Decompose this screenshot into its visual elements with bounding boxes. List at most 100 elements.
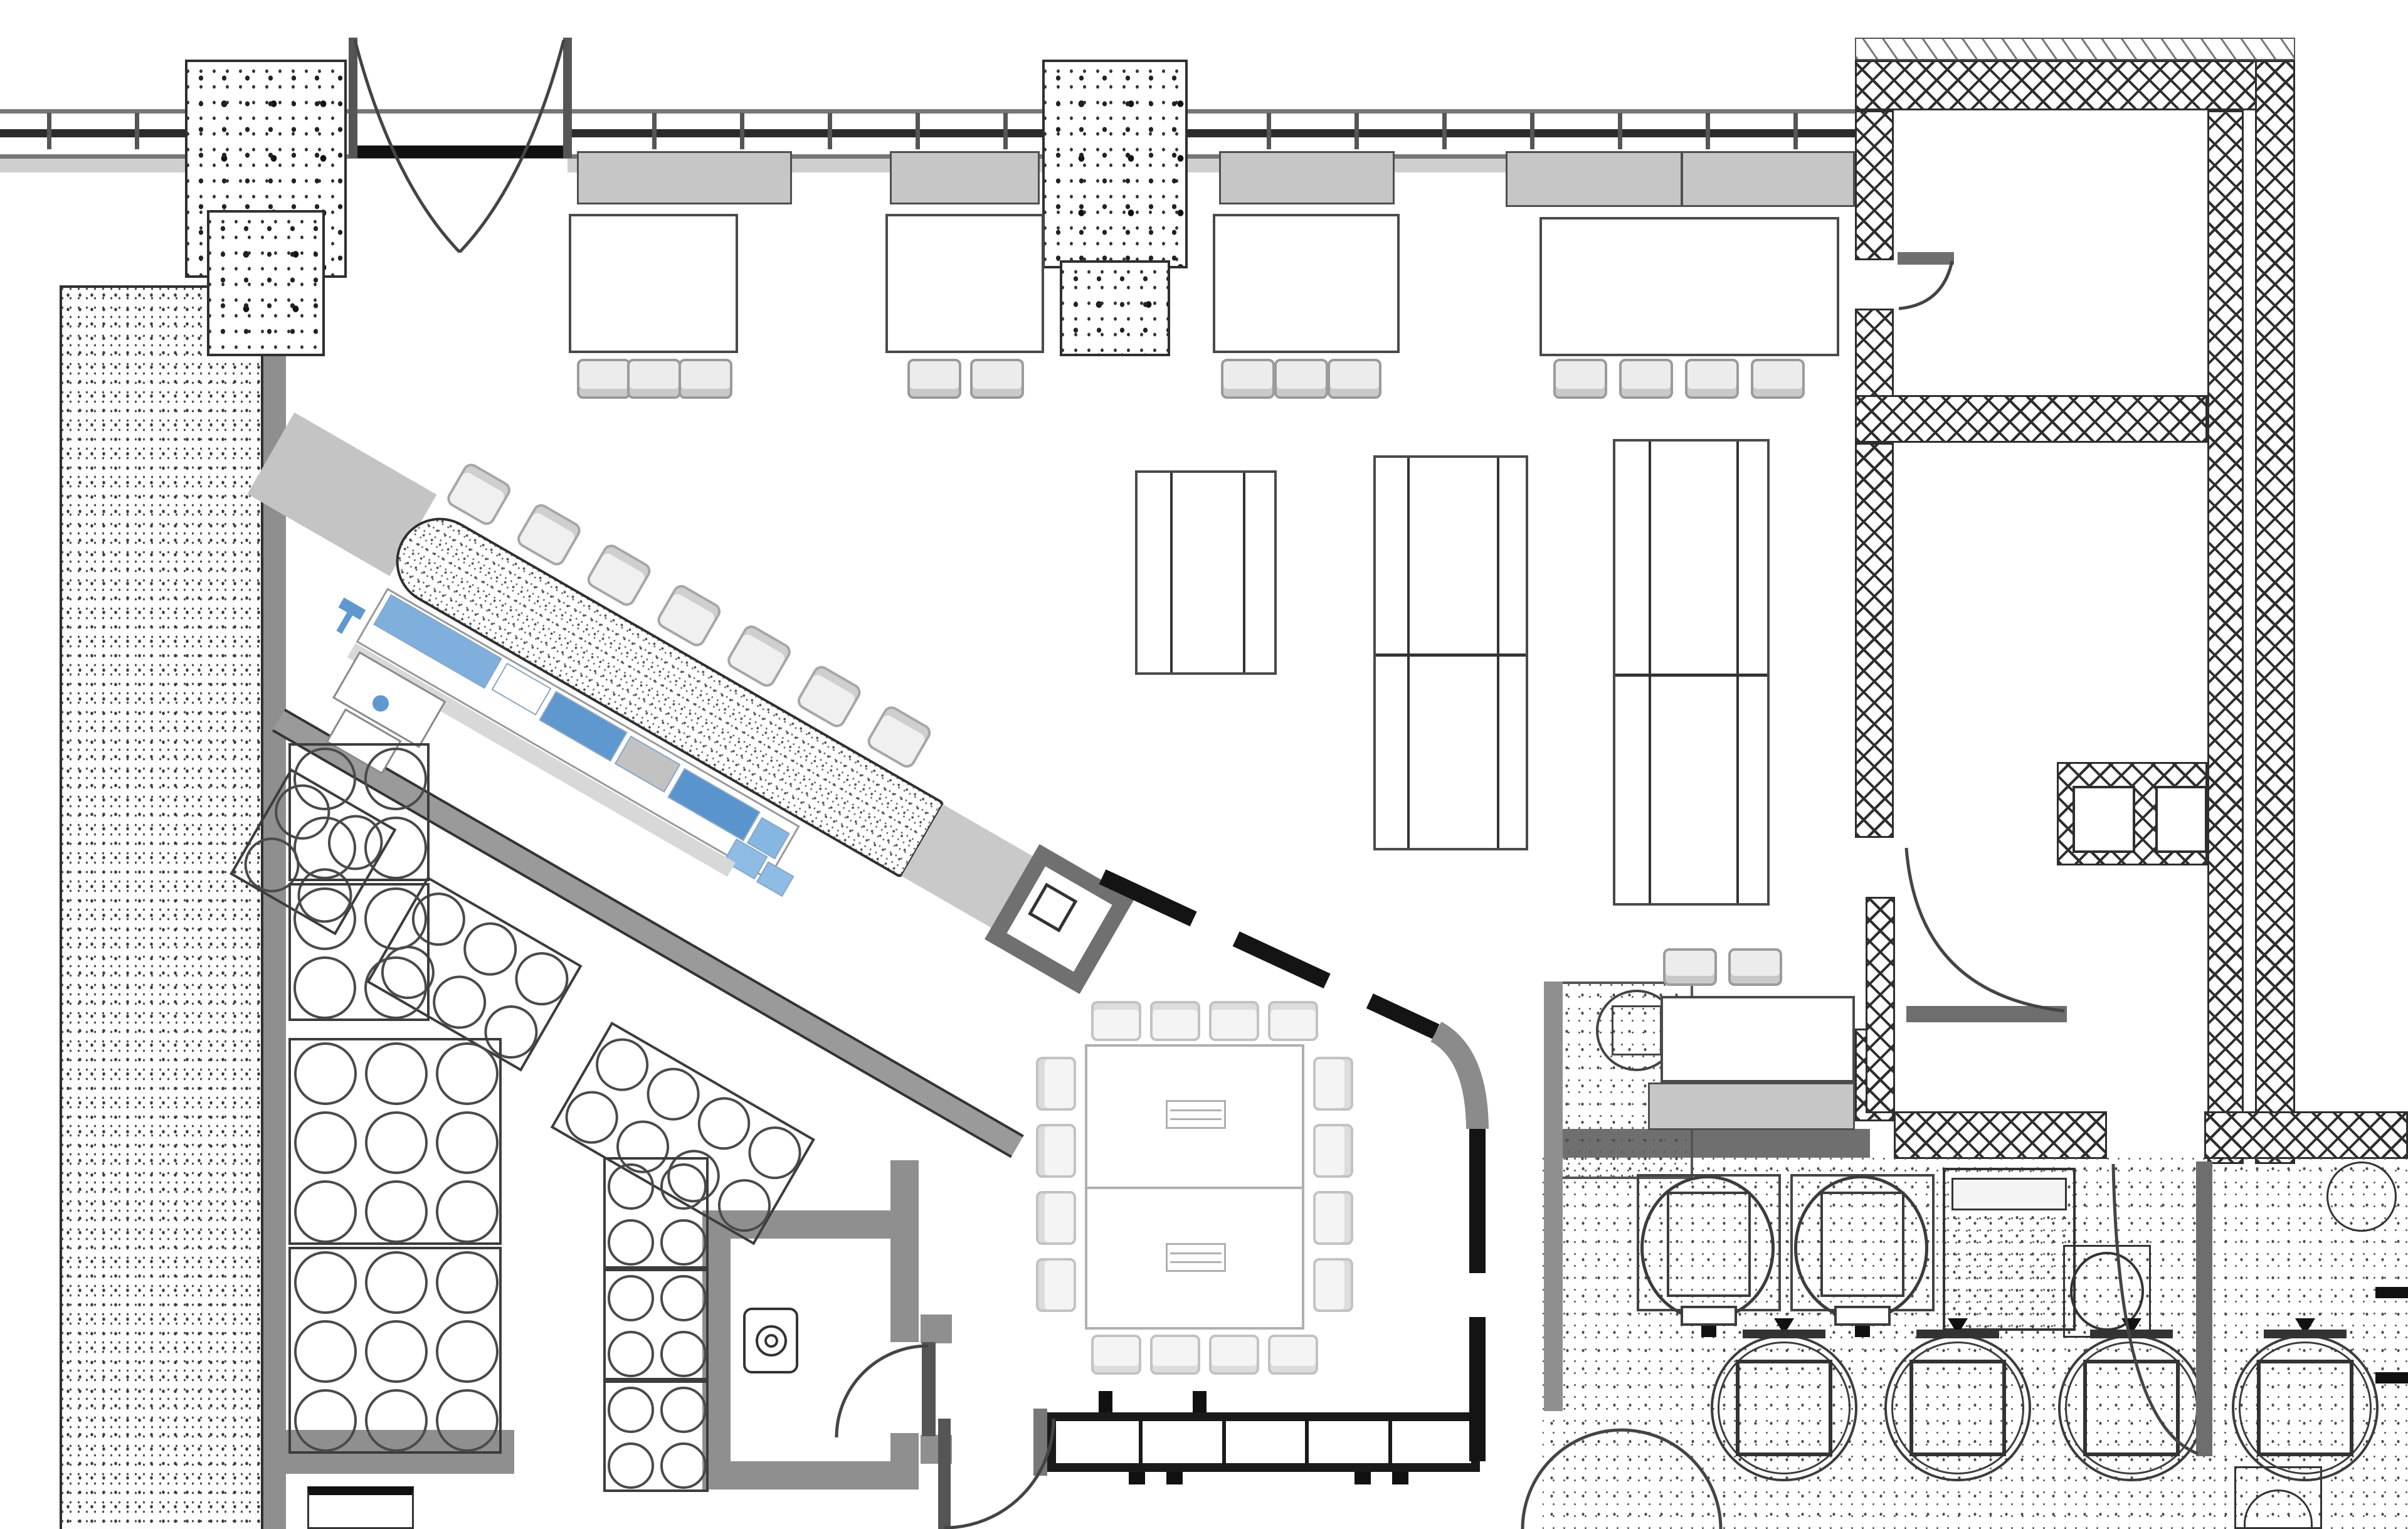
window-glazing bbox=[0, 129, 185, 137]
dining-table bbox=[569, 214, 738, 353]
fixture-box-2 bbox=[2155, 786, 2207, 853]
window-mullion bbox=[1706, 113, 1710, 149]
window-mullion bbox=[1354, 113, 1359, 149]
wall-table bbox=[1661, 996, 1855, 1082]
fixture-box-1 bbox=[2073, 786, 2135, 853]
keg bbox=[365, 1111, 428, 1174]
column-pier-2-base bbox=[1060, 260, 1170, 356]
bar-stool bbox=[654, 581, 724, 650]
keg bbox=[436, 1042, 499, 1105]
keg bbox=[608, 1386, 654, 1433]
high-table-1 bbox=[1135, 470, 1277, 675]
keg-rack bbox=[603, 1157, 709, 1269]
window-mullion bbox=[1442, 113, 1447, 149]
bench-foot bbox=[1129, 1472, 1145, 1484]
tank-square bbox=[1909, 1360, 2006, 1456]
keg bbox=[436, 1320, 499, 1383]
round-tank bbox=[2058, 1318, 2205, 1481]
restroom2-wall-left-upper bbox=[1855, 443, 1894, 838]
bench-divider bbox=[1222, 1421, 1226, 1463]
dining-table bbox=[1539, 217, 1839, 356]
communal-chair bbox=[1036, 1191, 1076, 1245]
keg-rack bbox=[603, 1380, 709, 1492]
boh-wall-right-upper bbox=[890, 1160, 919, 1342]
tank-inner-ring bbox=[1891, 1341, 2024, 1474]
restroom-wall-right-inner bbox=[2207, 110, 2244, 1164]
restroom1-wall-bottom bbox=[1855, 395, 2207, 443]
communal-chair bbox=[1313, 1258, 1353, 1312]
keg bbox=[660, 1330, 707, 1377]
keg bbox=[436, 1180, 499, 1243]
keg bbox=[293, 887, 357, 950]
window-mullion bbox=[740, 113, 744, 149]
floor-drain-arc bbox=[2244, 1489, 2313, 1527]
keg bbox=[660, 1442, 707, 1489]
door-frame-chip bbox=[921, 1315, 952, 1343]
keg bbox=[365, 1180, 428, 1243]
keg bbox=[608, 1330, 654, 1377]
bench-hook bbox=[1193, 1391, 1207, 1412]
entry-door-leaf-right bbox=[563, 38, 572, 158]
restroom-wall-top bbox=[1855, 60, 2295, 110]
keg bbox=[608, 1274, 654, 1321]
bench-end-cap bbox=[1033, 1409, 1047, 1476]
window-mullion bbox=[652, 113, 657, 149]
corner-tank bbox=[2326, 1161, 2397, 1232]
keg bbox=[365, 1389, 428, 1452]
chair bbox=[1728, 948, 1782, 986]
tank-inner-ring bbox=[1718, 1341, 1851, 1474]
exterior-wall-top bbox=[1855, 38, 2295, 60]
bar-stool bbox=[794, 662, 864, 731]
tank-inner-ring bbox=[2239, 1341, 2372, 1474]
keg-rack bbox=[288, 743, 430, 881]
communal-chair bbox=[1036, 1124, 1076, 1178]
keg bbox=[364, 817, 427, 879]
communal-chair bbox=[1091, 1001, 1141, 1041]
window-wall-outer-line bbox=[0, 109, 1855, 114]
round-tank bbox=[1884, 1318, 2031, 1481]
banquette-divider bbox=[1680, 151, 1683, 207]
chair bbox=[1663, 948, 1717, 986]
keg bbox=[364, 748, 427, 810]
window-mullion bbox=[828, 113, 832, 149]
pad-tank-square bbox=[1612, 1005, 1662, 1055]
tank-top-bar bbox=[1743, 1330, 1825, 1338]
chair bbox=[627, 359, 681, 399]
communal-chair bbox=[1150, 1335, 1200, 1375]
keg bbox=[293, 1320, 357, 1383]
communal-chair bbox=[1209, 1001, 1259, 1041]
window-sill bbox=[0, 159, 185, 172]
bar-stool bbox=[584, 541, 654, 610]
wall-stub-mid-right bbox=[1866, 897, 1895, 1113]
table-hatch-chip bbox=[1166, 1100, 1226, 1129]
tub-basin bbox=[1820, 1192, 1904, 1297]
wall-bracket bbox=[2375, 1372, 2408, 1384]
keg bbox=[293, 817, 357, 879]
chair bbox=[1553, 359, 1607, 399]
dining-table bbox=[1213, 214, 1400, 353]
communal-chair bbox=[1313, 1191, 1353, 1245]
bar-stool bbox=[724, 622, 794, 690]
tub-foot bbox=[1701, 1326, 1716, 1337]
keg bbox=[660, 1219, 707, 1266]
bench-divider bbox=[1139, 1421, 1143, 1463]
keg bbox=[293, 748, 357, 810]
keg-rack bbox=[603, 1269, 709, 1380]
window-banquette bbox=[1219, 151, 1395, 204]
bench bbox=[1047, 1412, 1480, 1472]
communal-chair bbox=[1209, 1335, 1259, 1375]
exterior-wall-right bbox=[2255, 60, 2295, 1164]
high-table-3 bbox=[1613, 439, 1770, 906]
communal-chair bbox=[1036, 1057, 1076, 1111]
round-tank bbox=[2232, 1318, 2379, 1481]
keg bbox=[660, 1386, 707, 1433]
keg bbox=[293, 1042, 357, 1105]
tank-top-bar bbox=[2264, 1330, 2347, 1338]
window-glazing bbox=[568, 129, 1042, 137]
communal-chair bbox=[1268, 1335, 1318, 1375]
counter-sink bbox=[1951, 1178, 2067, 1210]
window-mullion bbox=[1003, 113, 1008, 149]
keg bbox=[293, 1111, 357, 1174]
high-table-2 bbox=[1373, 455, 1528, 850]
keg bbox=[364, 956, 427, 1019]
